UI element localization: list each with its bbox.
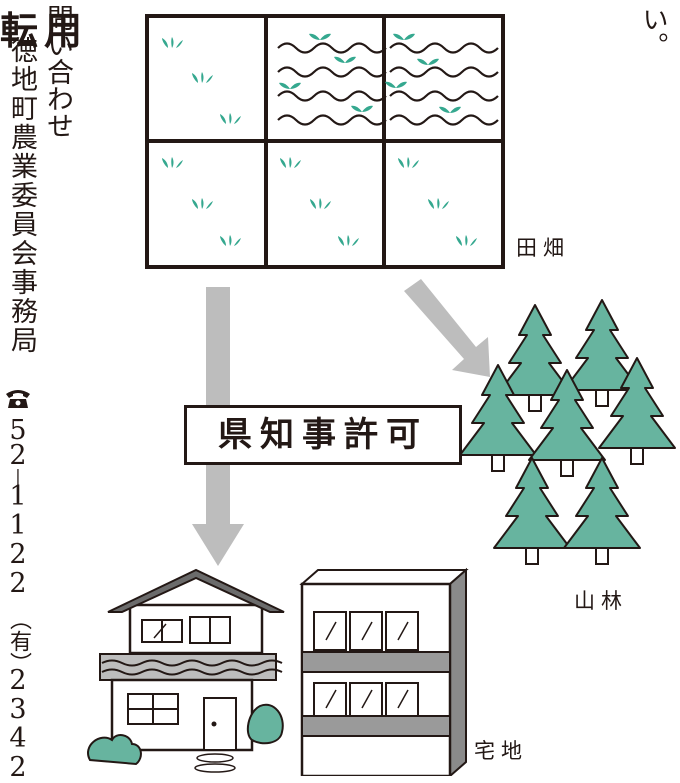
apartment-building	[299, 567, 469, 776]
permit-box: 県知事許可	[184, 405, 462, 465]
fax-digit: 3	[9, 694, 27, 725]
fax-digit: 2	[9, 665, 27, 696]
corner-text: い。	[638, 6, 668, 58]
house	[87, 568, 285, 773]
fax-mark: （有）	[6, 608, 31, 674]
phone-digit: 1	[9, 481, 27, 512]
office-name: 徳地町農業委員会事務局	[6, 36, 37, 355]
phone-digit: |	[15, 466, 21, 485]
forest-label: 山林	[574, 589, 628, 613]
down-arrow-residential	[192, 287, 244, 566]
phone-number: 5 2 | 1 1 2 2 （有） 2 3 4 2	[0, 388, 36, 782]
diagonal-arrow-forest	[404, 279, 490, 377]
wavy-crop-rows	[277, 42, 499, 126]
phone-digit: 2	[9, 539, 27, 570]
contact-heading: 問い合わせ	[42, 4, 73, 139]
phone-digit: 2	[9, 440, 27, 471]
phone-icon	[6, 390, 30, 408]
residential-label: 宅地	[474, 739, 528, 763]
conversion-label: 転用	[0, 9, 89, 53]
fields-label: 田畑	[516, 236, 570, 260]
fax-digit: 2	[9, 752, 27, 783]
permit-label: 県知事許可	[218, 415, 428, 455]
forest-trees	[459, 299, 676, 565]
phone-digit: 5	[9, 415, 27, 446]
phone-digit: 2	[9, 568, 27, 599]
fax-digit: 4	[9, 723, 27, 754]
phone-digit: 1	[9, 510, 27, 541]
rice-field-grid	[145, 14, 505, 269]
